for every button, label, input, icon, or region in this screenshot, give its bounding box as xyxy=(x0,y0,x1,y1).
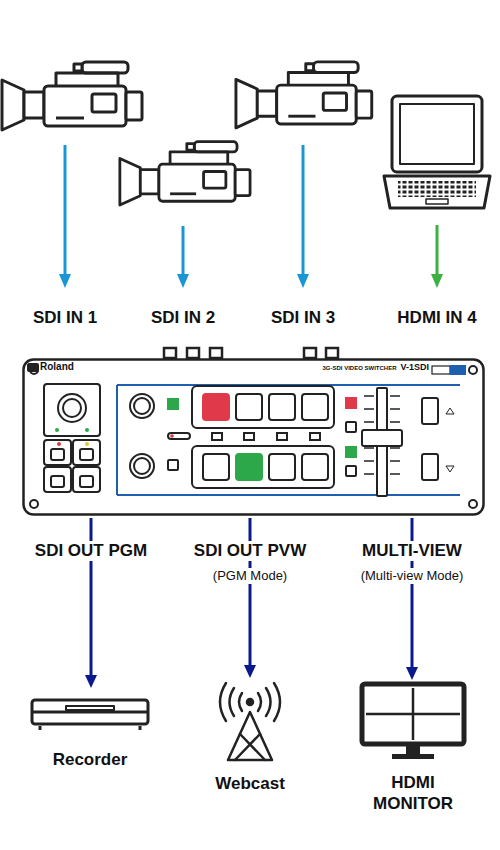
device-connectors xyxy=(164,348,338,358)
input-arrows xyxy=(59,145,443,288)
mode-note: (PGM Mode) xyxy=(210,568,290,584)
output-device: HDMI MONITOR xyxy=(340,682,486,814)
camera-2 xyxy=(120,142,250,205)
model-row: 3G-SDI VIDEO SWITCHER V-1SDI xyxy=(322,362,429,372)
device-name: HDMI MONITOR xyxy=(363,773,463,814)
monitor-icon xyxy=(362,684,464,759)
camera-1 xyxy=(2,62,142,130)
laptop xyxy=(384,96,490,208)
camera-3 xyxy=(236,62,372,128)
output-label: SDI OUT PVW xyxy=(191,541,309,561)
input-label: SDI IN 2 xyxy=(148,308,218,328)
arrow-head xyxy=(85,675,97,688)
device-name: Webcast xyxy=(195,774,305,794)
input-label: SDI IN 3 xyxy=(268,308,338,328)
device-name: Recorder xyxy=(25,750,155,770)
switcher-body xyxy=(22,358,485,516)
mode-note: (Multi-view Mode) xyxy=(358,568,467,584)
webcast-icon xyxy=(220,683,280,760)
output-label: SDI OUT PGM xyxy=(32,541,150,561)
arrow-head xyxy=(406,667,418,680)
recorder-icon xyxy=(32,700,148,730)
output-device: Recorder xyxy=(25,690,155,770)
input-label: HDMI IN 4 xyxy=(394,308,479,328)
arrow-head xyxy=(244,665,256,678)
output-label: MULTI-VIEW xyxy=(359,541,465,561)
brand-logo: Roland xyxy=(40,361,74,373)
video-switcher: Roland 3G-SDI VIDEO SWITCHER V-1SDI xyxy=(22,358,485,516)
model-name: V-1SDI xyxy=(400,362,429,372)
product-type: 3G-SDI VIDEO SWITCHER xyxy=(322,365,396,371)
input-label: SDI IN 1 xyxy=(30,308,100,328)
output-device: Webcast xyxy=(195,680,305,794)
